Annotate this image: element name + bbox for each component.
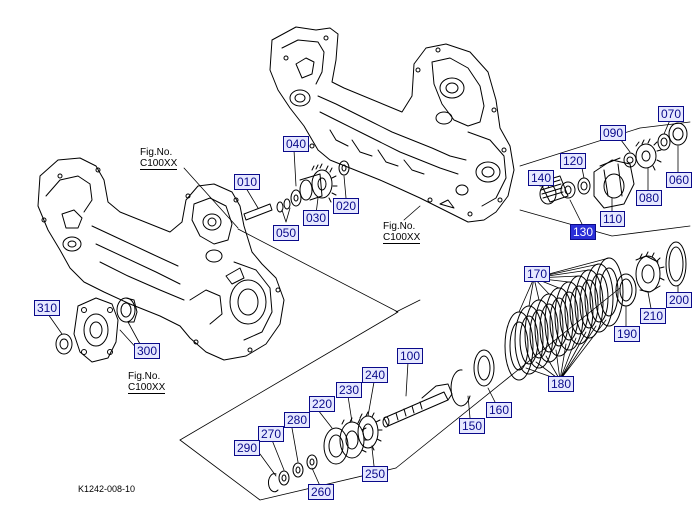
fig-ref-code[interactable]: C100XX [140, 158, 178, 170]
fig-ref-label: Fig.No. [383, 221, 416, 232]
callout-040[interactable]: 040 [283, 136, 310, 152]
callout-020[interactable]: 020 [333, 198, 360, 214]
callout-080[interactable]: 080 [636, 190, 663, 206]
callout-260[interactable]: 260 [308, 484, 335, 500]
lower-transmission-case [37, 157, 285, 361]
callout-200[interactable]: 200 [666, 292, 693, 308]
callout-210[interactable]: 210 [640, 308, 667, 324]
callout-230[interactable]: 230 [336, 382, 363, 398]
callout-300[interactable]: 300 [134, 343, 161, 359]
callout-290[interactable]: 290 [234, 440, 261, 456]
callout-250[interactable]: 250 [362, 466, 389, 482]
callout-120[interactable]: 120 [560, 153, 587, 169]
callout-130-highlighted[interactable]: 130 [570, 224, 597, 240]
callout-110[interactable]: 110 [600, 211, 626, 227]
flange-cover-assembly [55, 297, 138, 363]
drawing-number: K1242-008-10 [78, 484, 136, 494]
main-shaft [382, 383, 453, 428]
callout-220[interactable]: 220 [309, 396, 336, 412]
callout-270[interactable]: 270 [258, 426, 285, 442]
lower-gear-stack [267, 411, 383, 493]
callout-280[interactable]: 280 [284, 412, 311, 428]
callout-240[interactable]: 240 [362, 367, 389, 383]
callout-170[interactable]: 170 [524, 266, 551, 282]
fig-ref-label: Fig.No. [140, 147, 173, 158]
fig-ref-label: Fig.No. [128, 371, 161, 382]
callout-310[interactable]: 310 [34, 300, 61, 316]
pinion-shaft-assembly [243, 160, 350, 221]
callout-050[interactable]: 050 [273, 225, 300, 241]
snap-ring-and-plate [450, 349, 495, 407]
fig-ref-bottom-left: Fig.No. C100XX [128, 371, 166, 394]
callout-150[interactable]: 150 [459, 418, 486, 434]
clutch-hub-group [615, 241, 687, 307]
callout-070[interactable]: 070 [658, 106, 685, 122]
fig-ref-left: Fig.No. C100XX [140, 147, 178, 170]
fig-ref-code[interactable]: C100XX [128, 382, 166, 394]
callout-060[interactable]: 060 [666, 172, 693, 188]
fig-ref-code[interactable]: C100XX [383, 232, 421, 244]
callout-100[interactable]: 100 [397, 348, 424, 364]
callout-030[interactable]: 030 [303, 210, 330, 226]
callout-190[interactable]: 190 [614, 326, 641, 342]
callout-160[interactable]: 160 [486, 402, 513, 418]
fig-ref-center: Fig.No. C100XX [383, 221, 421, 244]
callout-010[interactable]: 010 [234, 174, 261, 190]
callout-180[interactable]: 180 [548, 376, 575, 392]
upper-transmission-case [269, 26, 515, 223]
callout-090[interactable]: 090 [600, 125, 627, 141]
callout-140[interactable]: 140 [528, 170, 555, 186]
